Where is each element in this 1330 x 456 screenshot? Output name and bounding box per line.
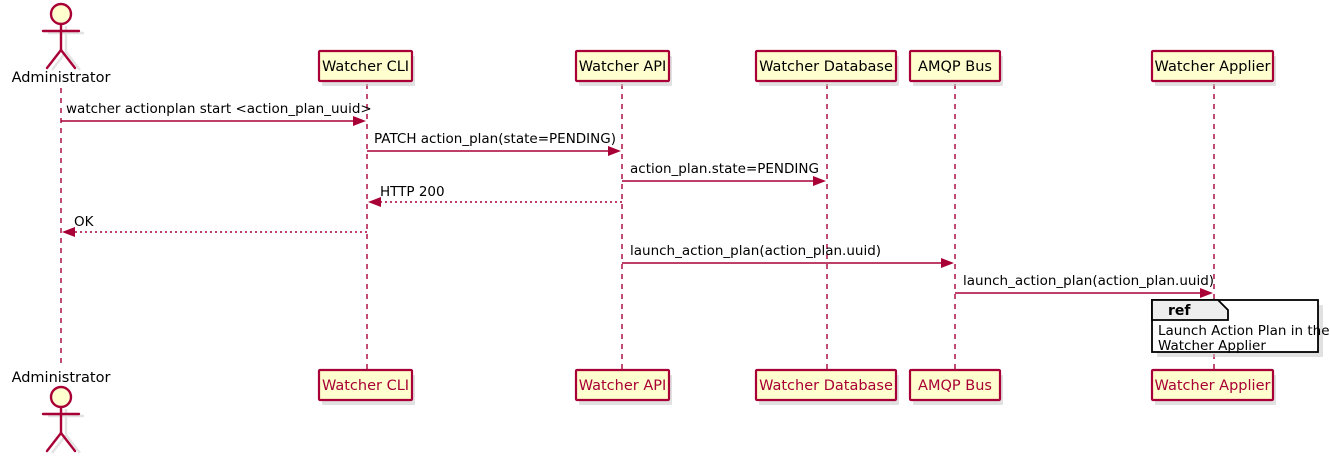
message-watcher-actionplan-start[interactable]: watcher actionplan start <action_plan_uu…	[61, 101, 372, 126]
message-label: HTTP 200	[380, 184, 445, 200]
message-label: action_plan.state=PENDING	[630, 161, 819, 177]
actor-label-administrator-bottom: Administrator	[12, 370, 111, 386]
message-label: OK	[74, 214, 95, 230]
ref-body-line-2: Watcher Applier	[1158, 338, 1266, 354]
ref-body-line-1: Launch Action Plan in the	[1158, 323, 1330, 339]
participant-box-amqp-bus-top[interactable]: AMQP Bus	[908, 49, 1003, 86]
arrow-head-icon	[813, 176, 826, 186]
message-label: launch_action_plan(action_plan.uuid)	[630, 243, 881, 259]
actor-body-icon	[41, 22, 81, 70]
box-rect	[754, 49, 898, 83]
message-label: PATCH action_plan(state=PENDING)	[374, 131, 616, 147]
arrow-head-icon	[368, 197, 381, 207]
ref-tab-shape	[1151, 299, 1229, 321]
participant-box-watcher-applier-top[interactable]: Watcher Applier	[1150, 49, 1276, 86]
message-label: watcher actionplan start <action_plan_uu…	[66, 101, 372, 117]
message-patch-action-plan[interactable]: PATCH action_plan(state=PENDING)	[367, 131, 621, 156]
participant-box-watcher-database-bottom[interactable]: Watcher Database	[754, 368, 899, 405]
participant-label-watcher-database-top: Watcher Database	[759, 59, 893, 75]
message-action-plan-state-pending[interactable]: action_plan.state=PENDING	[622, 161, 826, 186]
box-rect	[317, 49, 414, 83]
message-launch-action-plan-to-applier[interactable]: launch_action_plan(action_plan.uuid)	[955, 273, 1214, 298]
participant-label-watcher-applier-top: Watcher Applier	[1155, 59, 1271, 75]
actor-head-icon	[49, 2, 73, 26]
actor-shadow-bottom	[48, 409, 84, 454]
participant-box-watcher-cli-bottom[interactable]: Watcher CLI	[317, 368, 415, 405]
box-rect	[908, 368, 1002, 402]
participant-label-watcher-cli-top: Watcher CLI	[322, 59, 409, 75]
message-ok[interactable]: OK	[62, 214, 367, 237]
message-http-200[interactable]: HTTP 200	[368, 184, 622, 207]
actor-shadow-top	[48, 26, 84, 71]
box-rect	[754, 368, 898, 402]
box-rect	[317, 368, 414, 402]
box-rect	[574, 49, 671, 83]
participant-label-amqp-bus-bottom: AMQP Bus	[918, 378, 992, 394]
lifelines	[60, 84, 1215, 370]
participant-box-watcher-cli-top[interactable]: Watcher CLI	[317, 49, 415, 86]
participant-label-watcher-applier-bottom: Watcher Applier	[1155, 378, 1271, 394]
actor-administrator-bottom[interactable]: Administrator	[12, 370, 111, 454]
ref-tab-label: ref	[1168, 303, 1191, 319]
arrow-head-icon	[941, 258, 954, 268]
participant-label-amqp-bus-top: AMQP Bus	[918, 59, 992, 75]
arrow-head-icon	[353, 116, 366, 126]
message-label: launch_action_plan(action_plan.uuid)	[963, 273, 1214, 289]
participant-label-watcher-api-top: Watcher API	[579, 59, 667, 75]
participant-box-watcher-api-bottom[interactable]: Watcher API	[574, 368, 672, 405]
box-rect	[1150, 49, 1275, 83]
ref-fragment[interactable]: ref Launch Action Plan in the Watcher Ap…	[1151, 299, 1330, 357]
arrow-head-icon	[1200, 288, 1213, 298]
actor-head-icon-bottom	[49, 385, 73, 409]
participant-label-watcher-database-bottom: Watcher Database	[759, 378, 893, 394]
actor-administrator-top[interactable]: Administrator	[12, 2, 111, 86]
participant-box-amqp-bus-bottom[interactable]: AMQP Bus	[908, 368, 1003, 405]
participant-box-watcher-api-top[interactable]: Watcher API	[574, 49, 672, 86]
box-rect	[574, 368, 671, 402]
actor-body-icon-bottom	[41, 405, 81, 453]
actor-label-administrator-top: Administrator	[12, 70, 111, 86]
participant-label-watcher-api-bottom: Watcher API	[579, 378, 667, 394]
participant-box-watcher-applier-bottom[interactable]: Watcher Applier	[1150, 368, 1276, 405]
arrow-head-icon	[62, 227, 75, 237]
participant-box-watcher-database-top[interactable]: Watcher Database	[754, 49, 899, 86]
participant-label-watcher-cli-bottom: Watcher CLI	[322, 378, 409, 394]
box-rect	[1150, 368, 1275, 402]
message-launch-action-plan-to-bus[interactable]: launch_action_plan(action_plan.uuid)	[622, 243, 954, 268]
arrow-head-icon	[608, 146, 621, 156]
box-rect	[908, 49, 1002, 83]
